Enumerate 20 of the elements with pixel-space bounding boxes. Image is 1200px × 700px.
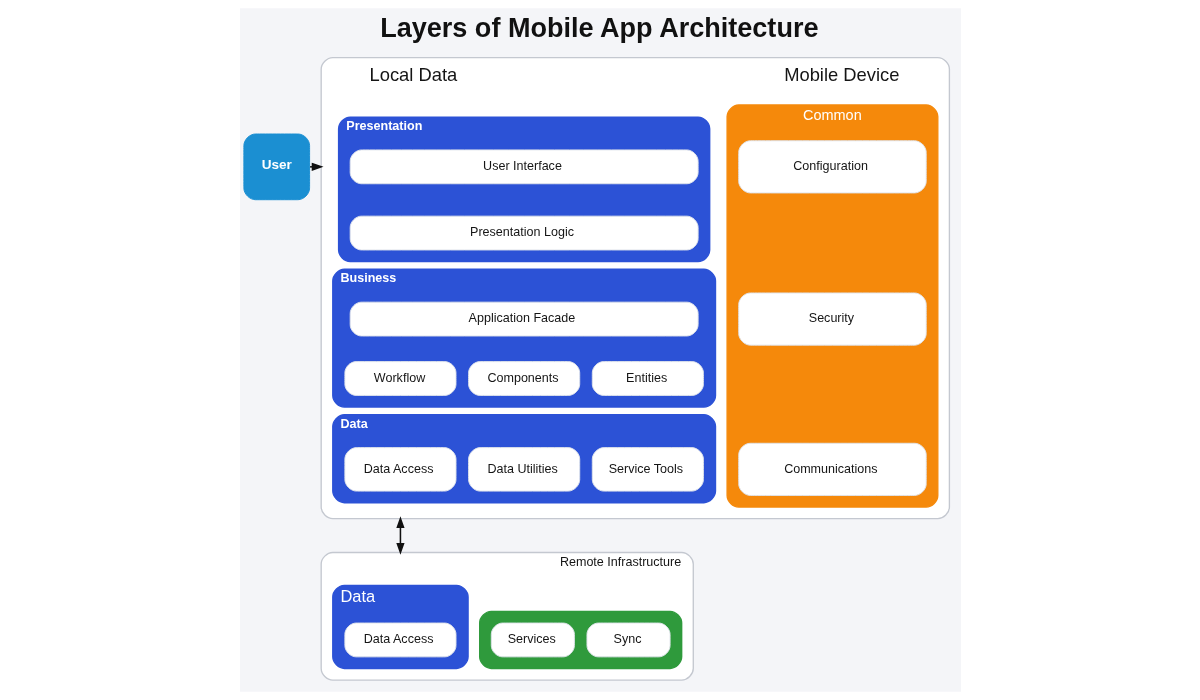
cluster	[478, 610, 682, 670]
node-box: User Interface	[349, 149, 699, 185]
node-box: Data Access	[343, 447, 456, 492]
node-box: Communications	[737, 442, 927, 496]
node-box: Data Utilities	[467, 447, 580, 492]
node-box: Services	[490, 622, 575, 658]
node-box: Entities	[591, 361, 704, 396]
node-box: Application Facade	[349, 301, 699, 337]
node-box: Configuration	[737, 140, 927, 194]
diagram-title: Layers of Mobile App Architecture	[379, 12, 818, 43]
arrow	[308, 162, 324, 171]
node-box: Sync	[586, 622, 671, 658]
node-box: Components	[467, 361, 580, 396]
node-box: Data Access	[343, 622, 456, 658]
node-box: Security	[737, 292, 927, 346]
node-box: Workflow	[343, 361, 456, 396]
node-box: Presentation Logic	[349, 215, 699, 251]
node-box: Service Tools	[591, 447, 704, 492]
node-box: User	[242, 133, 310, 201]
arrow	[395, 516, 405, 555]
